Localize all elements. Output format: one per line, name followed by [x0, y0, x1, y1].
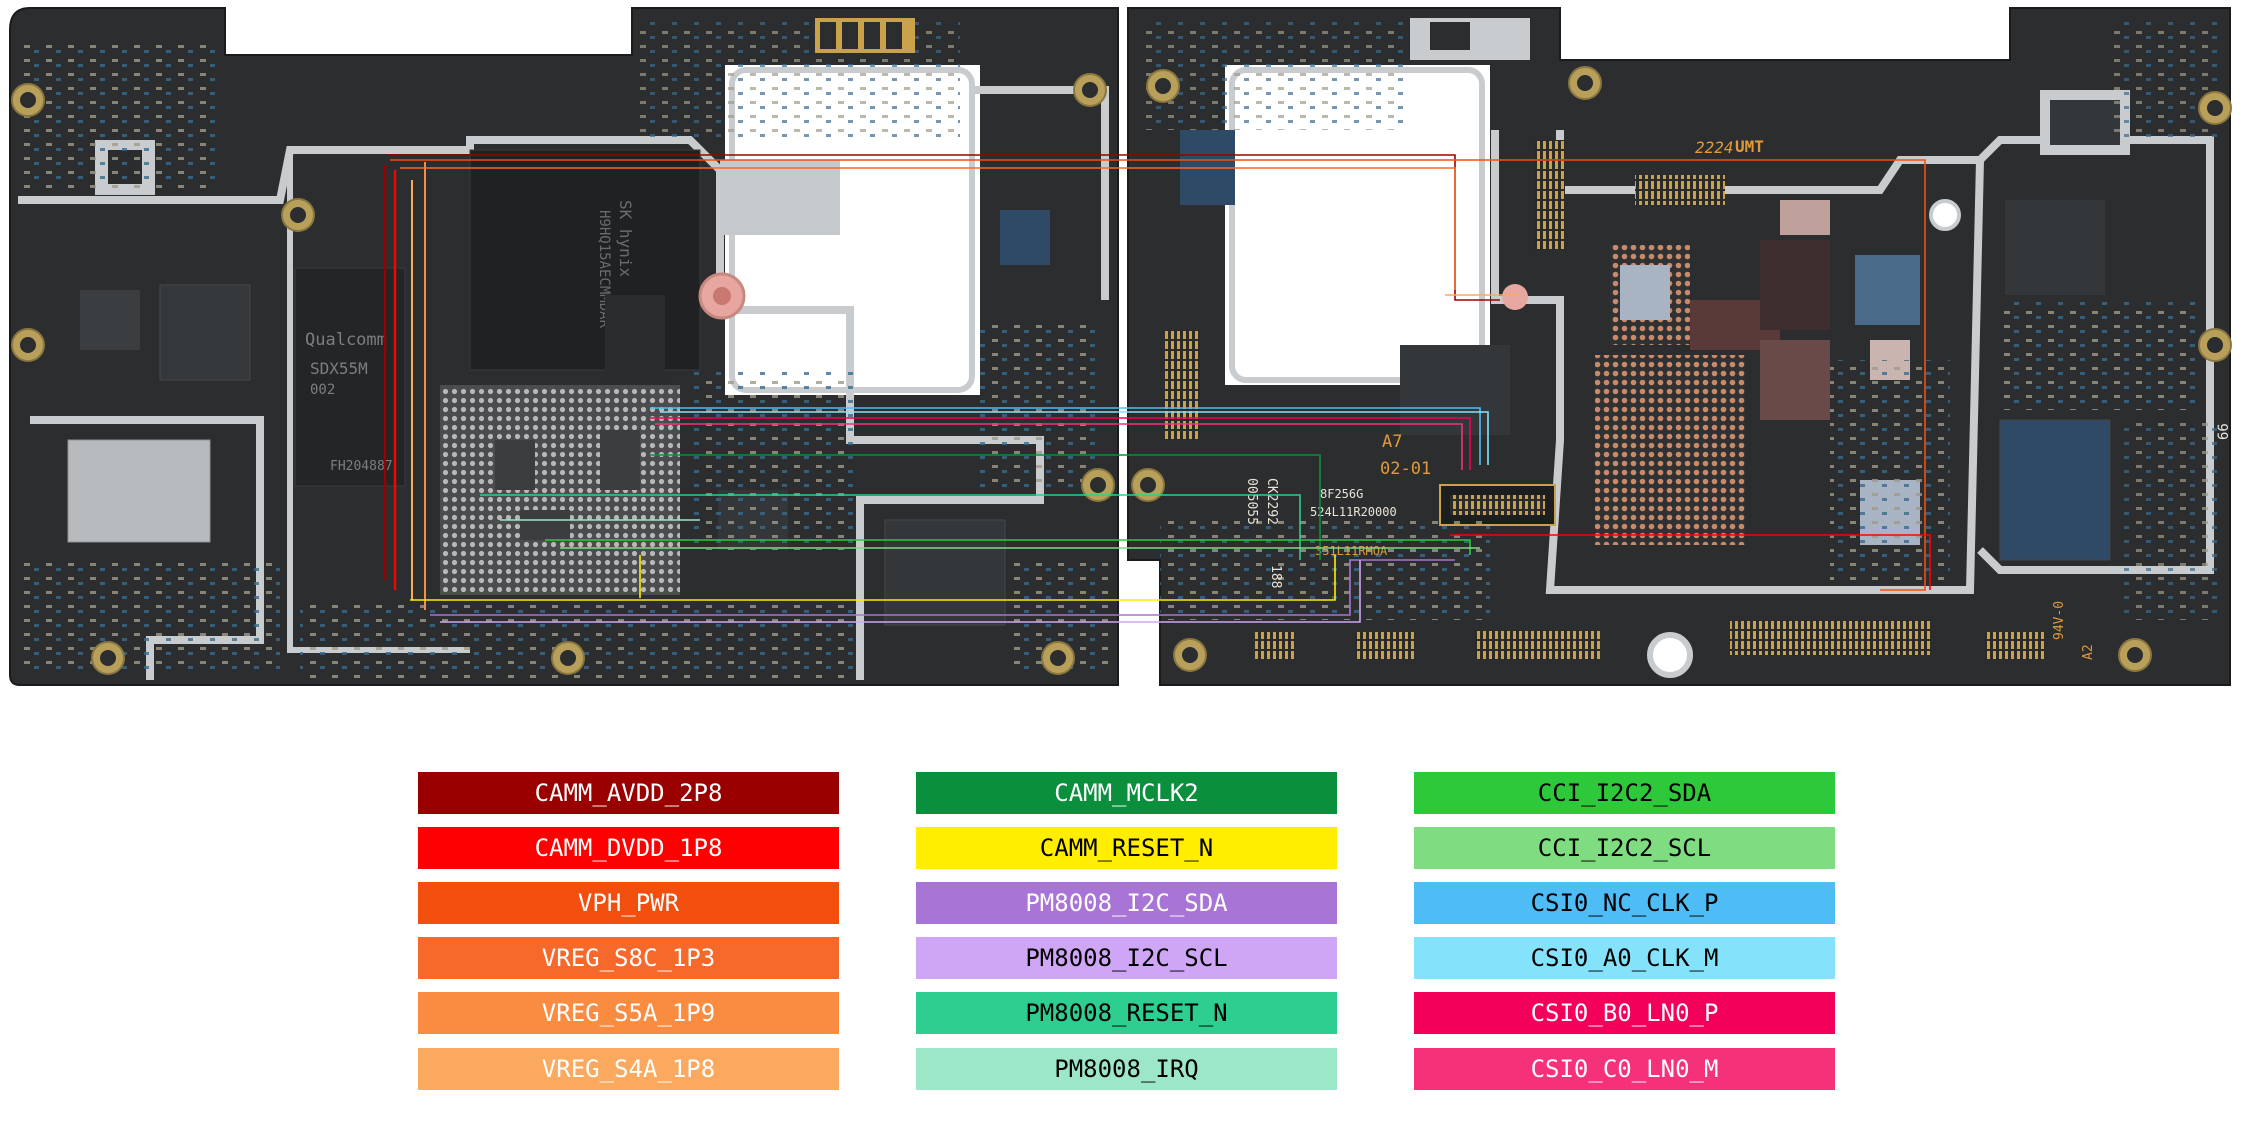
right-shield-chip [1999, 419, 2111, 561]
legend-label: PM8008_RESET_N [1025, 999, 1228, 1027]
smd-code-label: 351L11RMOA [1315, 544, 1388, 558]
legend-item-csi0-c0-ln0-m: CSI0_C0_LN0_M [1414, 1048, 1835, 1090]
legend-label: PM8008_IRQ [1054, 1055, 1199, 1083]
legend-label: VREG_S8C_1P3 [541, 944, 716, 972]
edge-num-label: 66 [2216, 423, 2232, 440]
legend-label: PM8008_I2C_SDA [1025, 889, 1228, 917]
memory-chip [469, 149, 701, 371]
legend-label: CCI_I2C2_SCL [1537, 834, 1712, 862]
legend-label: CSI0_NC_CLK_P [1530, 889, 1719, 917]
legend-label: VPH_PWR [577, 889, 680, 917]
legend-item-camm-dvdd-1p8: CAMM_DVDD_1P8 [418, 827, 839, 869]
legend-label: PM8008_I2C_SCL [1025, 944, 1228, 972]
legend-item-pm8008-i2c-scl: PM8008_I2C_SCL [916, 937, 1337, 979]
legend-label: CAMM_RESET_N [1039, 834, 1214, 862]
legend-label: CSI0_B0_LN0_P [1530, 999, 1719, 1027]
legend-item-csi0-a0-clk-m: CSI0_A0_CLK_M [1414, 937, 1835, 979]
bga-pads [440, 385, 680, 595]
soc-code-label: FH204887 [330, 459, 393, 474]
soc-rev-label: 002 [310, 382, 335, 398]
pcb-board-photo: Qualcomm SDX55M 002 FH204887 H9HQ15AECMM… [9, 7, 2232, 686]
legend-label: CSI0_C0_LN0_M [1530, 1055, 1719, 1083]
lot-code-label: 005055 [1244, 478, 1259, 525]
legend-label: CAMM_AVDD_2P8 [534, 779, 723, 807]
legend-item-vreg-s8c-1p3: VREG_S8C_1P3 [418, 937, 839, 979]
side-number-label: 188 [1268, 565, 1283, 588]
legend-label: CAMM_DVDD_1P8 [534, 834, 723, 862]
signal-traces [383, 154, 1931, 623]
board-rev-top: 2224 [1695, 138, 1734, 157]
legend-item-cci-i2c2-sda: CCI_I2C2_SDA [1414, 772, 1835, 814]
legend-item-pm8008-i2c-sda: PM8008_I2C_SDA [916, 882, 1337, 924]
flex-code-label: 524L11R20000 [1310, 505, 1397, 519]
legend-item-vph-pwr: VPH_PWR [418, 882, 839, 924]
right-flex-connector-v [1165, 330, 1200, 440]
legend-item-camm-avdd-2p8: CAMM_AVDD_2P8 [418, 772, 839, 814]
legend-item-pm8008-irq: PM8008_IRQ [916, 1048, 1337, 1090]
rev-a7-label: A7 [1382, 432, 1402, 452]
legend-label: CCI_I2C2_SDA [1537, 779, 1712, 807]
legend-item-csi0-b0-ln0-p: CSI0_B0_LN0_P [1414, 992, 1835, 1034]
pcb-diagram: Qualcomm SDX55M 002 FH204887 H9HQ15AECMM… [9, 7, 2232, 686]
legend-label: VREG_S5A_1P9 [541, 999, 716, 1027]
flex-part-label: 8F256G [1320, 487, 1363, 501]
board-vendor: UMT [1735, 137, 1764, 156]
shield-can-small [67, 439, 211, 543]
bottom-connector-2 [1730, 620, 1930, 655]
memory-brand-label: SK hynix [616, 200, 635, 277]
legend-item-camm-mclk2: CAMM_MCLK2 [916, 772, 1337, 814]
bottom-connector-1 [1475, 630, 1600, 660]
legend-label: CAMM_MCLK2 [1054, 779, 1199, 807]
corner-rev-label: A2 [2081, 644, 2096, 660]
soc-part-label: SDX55M [310, 359, 368, 378]
legend-item-pm8008-reset-n: PM8008_RESET_N [916, 992, 1337, 1034]
rev-date-label: 02-01 [1380, 459, 1431, 479]
ck-code-label: CK2292 [1264, 478, 1279, 525]
ul-mark-label: 94V-0 [2052, 601, 2067, 640]
legend-item-camm-reset-n: CAMM_RESET_N [916, 827, 1337, 869]
copper-bga-pads [1595, 355, 1745, 545]
legend-item-vreg-s4a-1p8: VREG_S4A_1P8 [418, 1048, 839, 1090]
legend-label: CSI0_A0_CLK_M [1530, 944, 1719, 972]
soc-brand-label: Qualcomm [305, 330, 387, 350]
legend-item-cci-i2c2-scl: CCI_I2C2_SCL [1414, 827, 1835, 869]
legend-item-vreg-s5a-1p9: VREG_S5A_1P9 [418, 992, 839, 1034]
legend-item-csi0-nc-clk-p: CSI0_NC_CLK_P [1414, 882, 1835, 924]
qualcomm-modem-chip [294, 267, 406, 487]
legend-label: VREG_S4A_1P8 [541, 1055, 716, 1083]
